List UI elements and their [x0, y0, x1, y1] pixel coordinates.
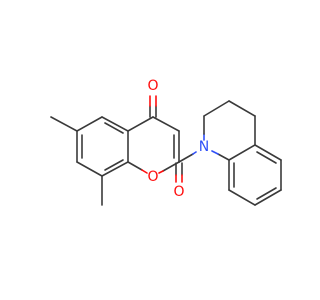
tetrahydroquinoline-benzo-ring — [228, 144, 282, 206]
amide-carbon-to-n — [178, 153, 194, 163]
double-bond-inner — [104, 159, 124, 171]
bond — [228, 189, 256, 206]
benzo-ring — [76, 116, 129, 177]
bond — [76, 161, 103, 177]
bond — [228, 100, 256, 117]
atom-label-oxygen: O — [173, 184, 184, 200]
bond — [254, 144, 282, 161]
bond — [203, 100, 230, 117]
amide-carbon-to-n — [192, 151, 197, 155]
pyranone-ring — [127, 116, 180, 174]
bond — [158, 170, 164, 174]
bond — [152, 116, 180, 132]
bond — [217, 153, 230, 161]
tetrahydroquinoline-saturated-ring — [203, 100, 256, 161]
methyl-bond-6 — [50, 116, 78, 132]
bond — [76, 116, 103, 132]
double-bond-inner — [256, 151, 277, 164]
bond — [254, 189, 282, 206]
atom-label-oxygen: O — [147, 169, 158, 185]
double-bond-inner — [104, 122, 124, 134]
bond — [101, 161, 129, 177]
double-bond-inner — [256, 187, 277, 200]
bond — [228, 144, 256, 161]
bond — [141, 169, 148, 174]
chemical-structure-diagram: O O O N — [50, 78, 282, 206]
bond — [211, 150, 219, 155]
bond — [101, 116, 129, 132]
atom-label-nitrogen: N — [199, 139, 209, 155]
bond — [127, 161, 143, 171]
bond — [127, 116, 154, 132]
atom-label-oxygen: O — [147, 78, 158, 94]
